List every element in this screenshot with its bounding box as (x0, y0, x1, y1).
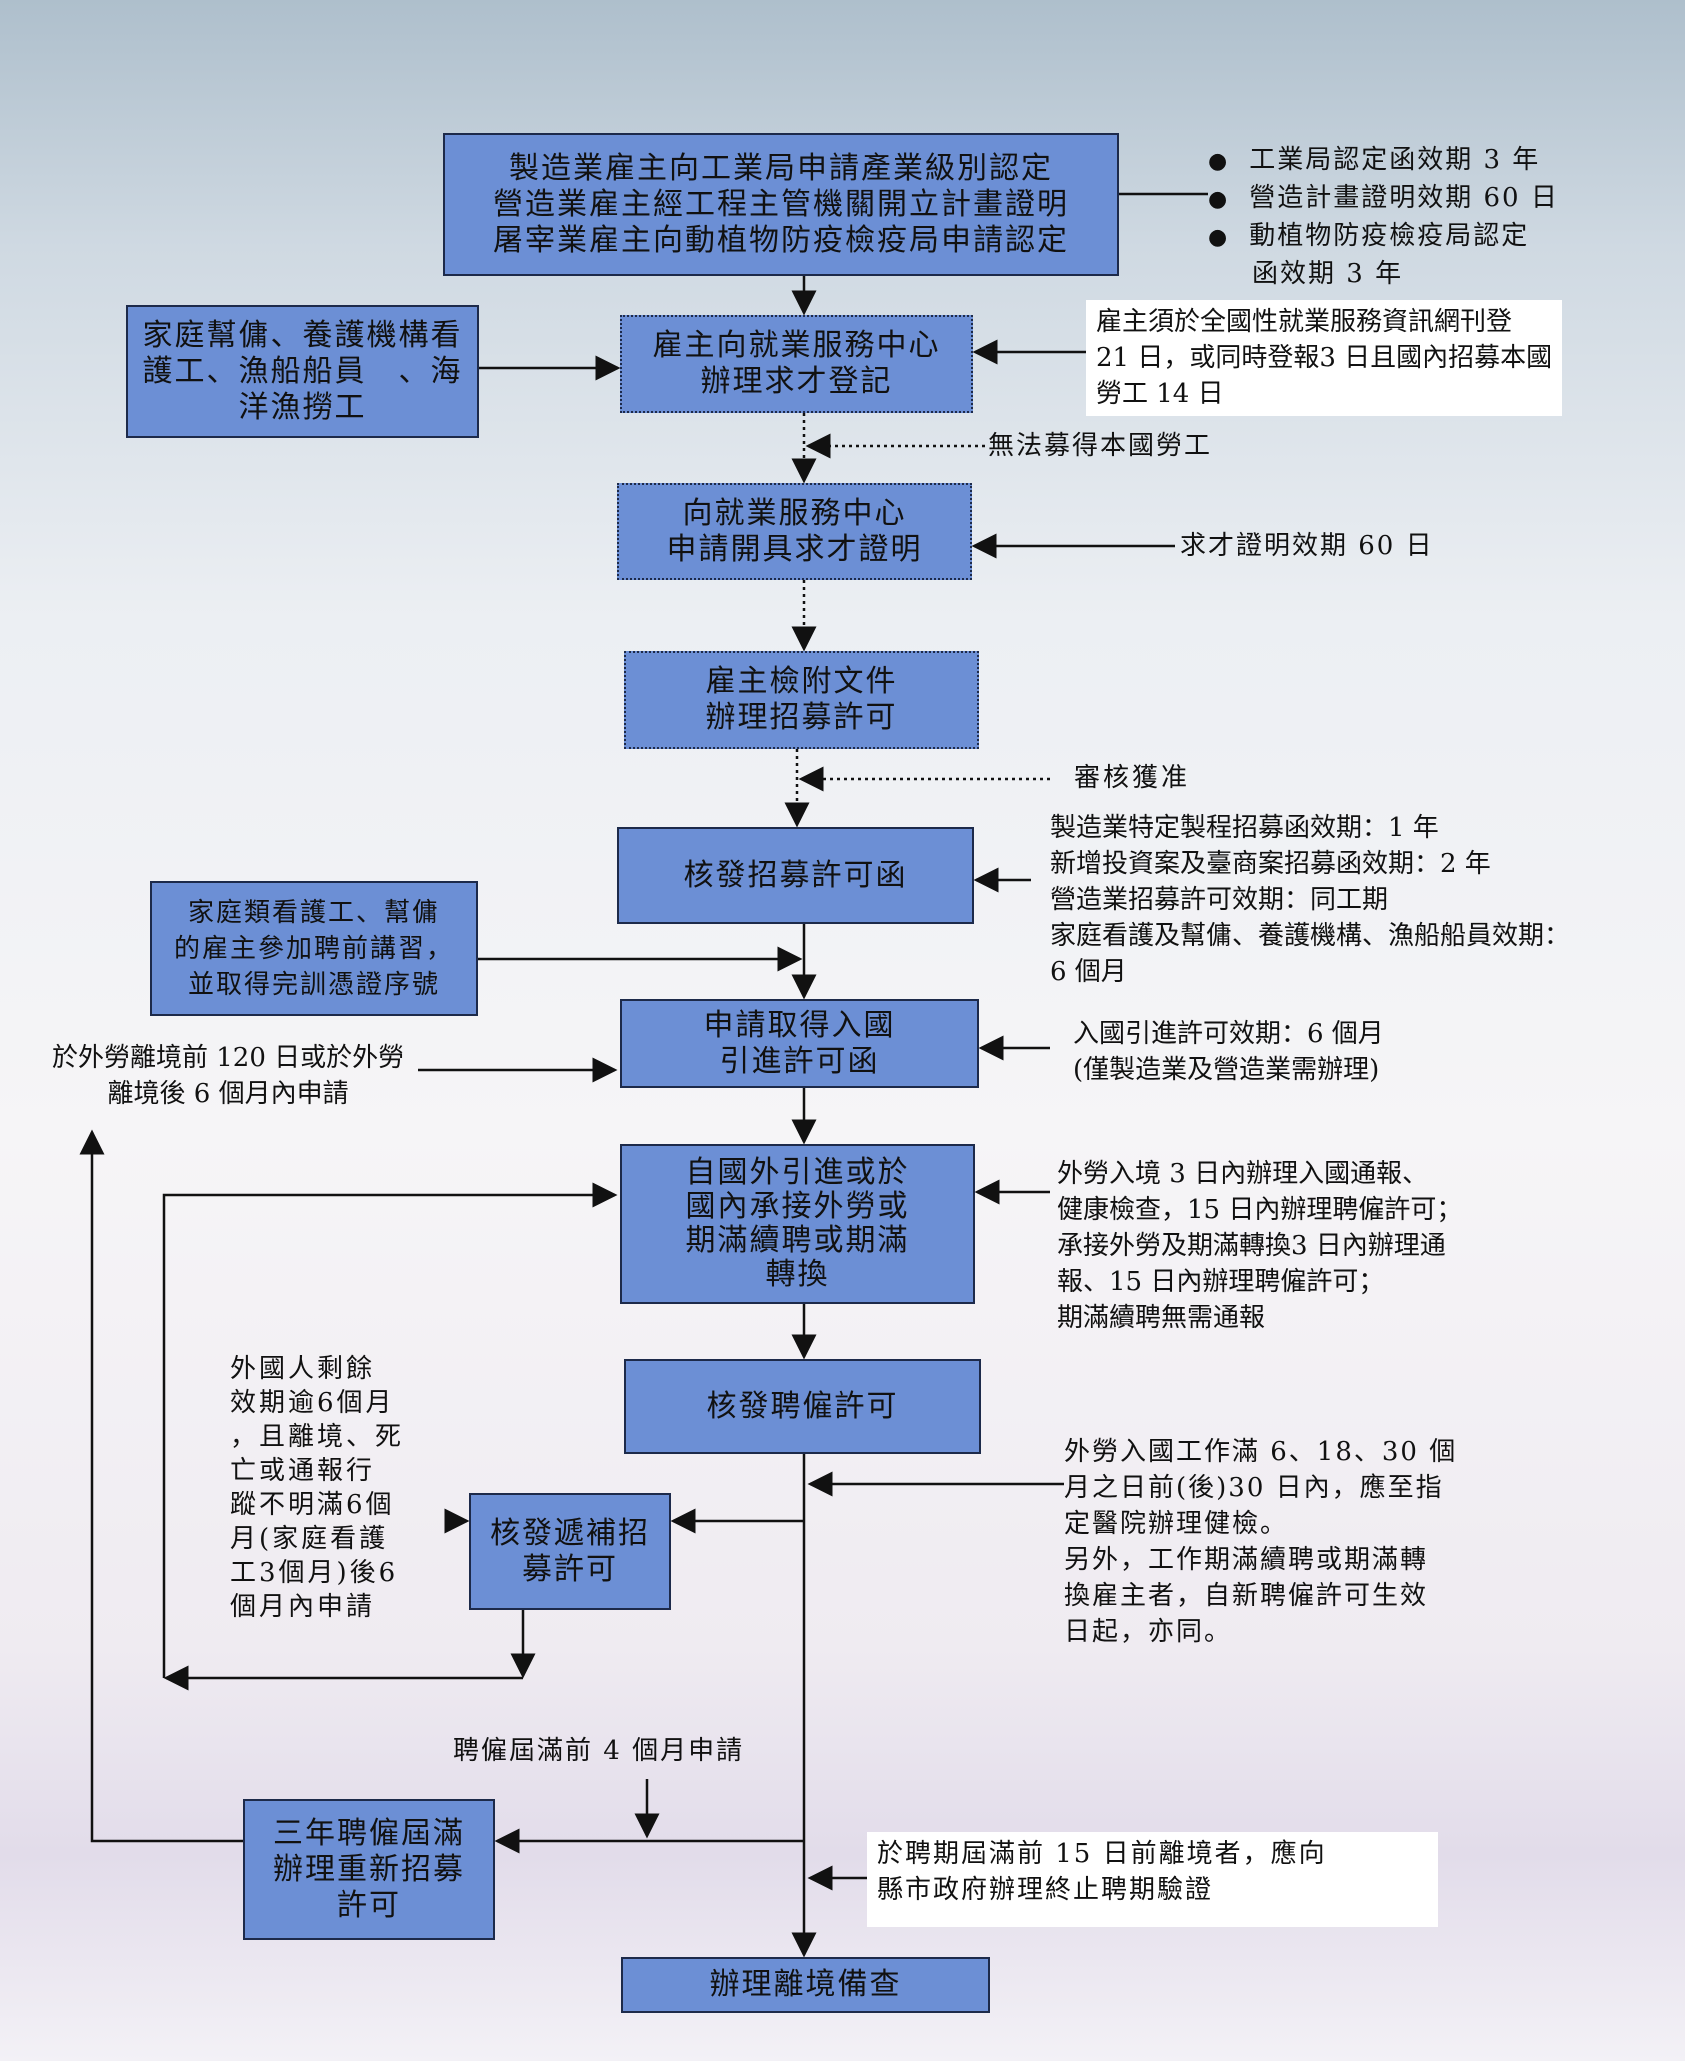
box-line: 製造業雇主向工業局申請產業級別認定 (509, 150, 1053, 186)
note-line: 縣市政府辦理終止聘期驗證 (877, 1875, 1214, 1905)
note-line: ，且離境、死 (230, 1422, 405, 1452)
box-line: 核發招募許可函 (683, 857, 908, 893)
note-line: 於外勞離境前 120 日或於外勞 (52, 1043, 405, 1073)
note-line: 另外，工作期滿續聘或期滿轉 (1064, 1545, 1429, 1575)
box-employment-permit: 核發聘僱許可 (624, 1359, 981, 1454)
box-line: 家庭幫傭、養護機構看 (142, 317, 463, 353)
box-line: 向就業服務中心 (682, 495, 907, 531)
box-rerecruit-permit: 三年聘僱屆滿 辦理重新招募 許可 (243, 1799, 495, 1940)
box-recruit-permit: 核發招募許可函 (617, 827, 974, 924)
box-line: 辦理離境備查 (709, 1967, 902, 2002)
box-line: 募許可 (522, 1551, 618, 1587)
note-line: 亡或通報行 (230, 1456, 376, 1486)
note-line: 承接外勞及期滿轉換3 日內辦理通 (1057, 1231, 1446, 1261)
box-pre-employment-training: 家庭類看護工、幫傭 的雇主參加聘前講習， 並取得完訓憑證序號 (150, 881, 478, 1016)
box-line: 三年聘僱屆滿 (273, 1815, 465, 1851)
note-line: 健康檢查，15 日內辦理聘僱許可； (1057, 1195, 1463, 1225)
box-line: 核發遞補招 (490, 1515, 650, 1551)
note-line: 定醫院辦理健檢。 (1064, 1509, 1289, 1539)
bullet-item: 營造計畫證明效期 60 日 (1208, 180, 1559, 218)
note-line: 離境後 6 個月內申請 (107, 1079, 349, 1109)
box-departure-record: 辦理離境備查 (621, 1957, 990, 2013)
box-line: 的雇主參加聘前講習， (173, 933, 454, 964)
note-certificate: 求才證明效期 60 日 (1180, 531, 1434, 561)
box-line: 雇主檢附文件 (705, 664, 898, 699)
note-line: 外勞入境 3 日內辦理入國通報、 (1057, 1159, 1429, 1189)
box-line: 並取得完訓憑證序號 (187, 969, 440, 1000)
bullet-item: 工業局認定函效期 3 年 (1208, 142, 1559, 180)
note-line: 外勞入國工作滿 6、18、30 個 (1064, 1437, 1458, 1467)
note-line: (僅製造業及營造業需辦理) (1073, 1055, 1380, 1085)
box-line: 核發聘僱許可 (706, 1388, 899, 1424)
box-line: 辦理求才登記 (700, 364, 893, 399)
note-line: 家庭看護及幫傭、養護機構、漁船船員效期： (1050, 921, 1571, 951)
note-line: 新增投資案及臺商案招募函效期：2 年 (1050, 849, 1491, 879)
note-line: 報、15 日內辦理聘僱許可； (1057, 1267, 1385, 1297)
note-entry-permit: 入國引進許可效期：6 個月 (僅製造業及營造業需辦理) (1073, 1016, 1384, 1088)
box-line: 營造業雇主經工程主管機關開立計畫證明 (493, 186, 1069, 222)
note-line: 雇主須於全國性就業服務資訊網刊登 (1096, 307, 1513, 337)
note-introduce: 外勞入境 3 日內辦理入國通報、 健康檢查，15 日內辦理聘僱許可； 承接外勞及… (1057, 1156, 1462, 1336)
box-line: 屠宰業雇主向動植物防疫檢疫局申請認定 (493, 222, 1069, 258)
label-no-local-workers: 無法募得本國勞工 (988, 431, 1213, 461)
recognition-validity-notes: 工業局認定函效期 3 年 營造計畫證明效期 60 日 動植物防疫檢疫局認定 函效… (1208, 142, 1559, 294)
note-line: 個月內申請 (230, 1592, 376, 1622)
note-line: 日起，亦同。 (1064, 1617, 1233, 1647)
box-line: 辦理招募許可 (705, 700, 898, 735)
note-line: 21 日，或同時登報3 日且國內招募本國 (1096, 343, 1553, 373)
box-entry-permit: 申請取得入國 引進許可函 (620, 999, 979, 1088)
note-line: 效期逾6個月 (230, 1388, 395, 1418)
box-line: 洋漁撈工 (238, 389, 367, 425)
note-registration: 雇主須於全國性就業服務資訊網刊登 21 日，或同時登報3 日且國內招募本國 勞工… (1086, 300, 1563, 416)
box-line: 申請取得入國 (703, 1007, 896, 1043)
box-line: 家庭類看護工、幫傭 (187, 897, 440, 928)
box-line: 引進許可函 (719, 1043, 880, 1079)
note-departure-window: 於外勞離境前 120 日或於外勞 離境後 6 個月內申請 (52, 1040, 404, 1112)
box-line: 申請開具求才證明 (666, 531, 923, 567)
note-replacement-condition: 外國人剩餘 效期逾6個月 ，且離境、死 亡或通報行 蹤不明滿6個 月(家庭看護 … (230, 1352, 404, 1624)
box-line: 自國外引進或於 (685, 1155, 910, 1190)
note-termination: 於聘期屆滿前 15 日前離境者，應向 縣市政府辦理終止聘期驗證 (867, 1832, 1438, 1927)
box-line: 辦理重新招募 (273, 1851, 465, 1887)
box-line: 許可 (337, 1887, 401, 1923)
note-line: 月之日前(後)30 日內，應至指 (1064, 1473, 1444, 1503)
box-line: 護工、漁船船員 、海 (142, 353, 463, 389)
note-line: 期滿續聘無需通報 (1057, 1303, 1266, 1333)
box-industry-recognition: 製造業雇主向工業局申請產業級別認定 營造業雇主經工程主管機關開立計畫證明 屠宰業… (443, 133, 1119, 276)
box-job-certificate: 向就業服務中心 申請開具求才證明 (617, 483, 972, 580)
box-replacement-permit: 核發遞補招 募許可 (469, 1493, 671, 1610)
box-line: 雇主向就業服務中心 (652, 328, 941, 363)
box-job-registration: 雇主向就業服務中心 辦理求才登記 (620, 315, 973, 413)
label-approved: 審核獲准 (1074, 763, 1191, 793)
note-line: 外國人剩餘 (230, 1354, 376, 1384)
box-line: 期滿續聘或期滿 (685, 1223, 910, 1258)
note-line: 營造業招募許可效期：同工期 (1050, 885, 1389, 915)
box-line: 國內承接外勞或 (685, 1189, 910, 1224)
note-line: 入國引進許可效期：6 個月 (1073, 1019, 1384, 1049)
label-four-months: 聘僱屆滿前 4 個月申請 (453, 1736, 745, 1766)
note-health-check: 外勞入國工作滿 6、18、30 個 月之日前(後)30 日內，應至指 定醫院辦理… (1064, 1434, 1457, 1650)
note-line: 6 個月 (1050, 957, 1127, 987)
note-line: 勞工 14 日 (1096, 379, 1224, 409)
note-line: 於聘期屆滿前 15 日前離境者，應向 (877, 1839, 1327, 1869)
note-line: 蹤不明滿6個 (230, 1490, 395, 1520)
note-recruit-permit: 製造業特定製程招募函效期：1 年 新增投資案及臺商案招募函效期：2 年 營造業招… (1050, 810, 1570, 990)
bullet-item: 動植物防疫檢疫局認定 (1208, 218, 1559, 256)
bullet-item-continued: 函效期 3 年 (1252, 259, 1404, 289)
note-line: 製造業特定製程招募函效期：1 年 (1050, 813, 1439, 843)
note-line: 工3個月)後6 (230, 1558, 399, 1588)
note-line: 月(家庭看護 (230, 1524, 389, 1554)
box-line: 轉換 (765, 1257, 830, 1292)
box-introduce-workers: 自國外引進或於 國內承接外勞或 期滿續聘或期滿 轉換 (620, 1144, 975, 1304)
box-domestic-categories: 家庭幫傭、養護機構看 護工、漁船船員 、海 洋漁撈工 (126, 305, 479, 438)
box-documents: 雇主檢附文件 辦理招募許可 (624, 651, 979, 749)
note-line: 換雇主者，自新聘僱許可生效 (1064, 1581, 1429, 1611)
